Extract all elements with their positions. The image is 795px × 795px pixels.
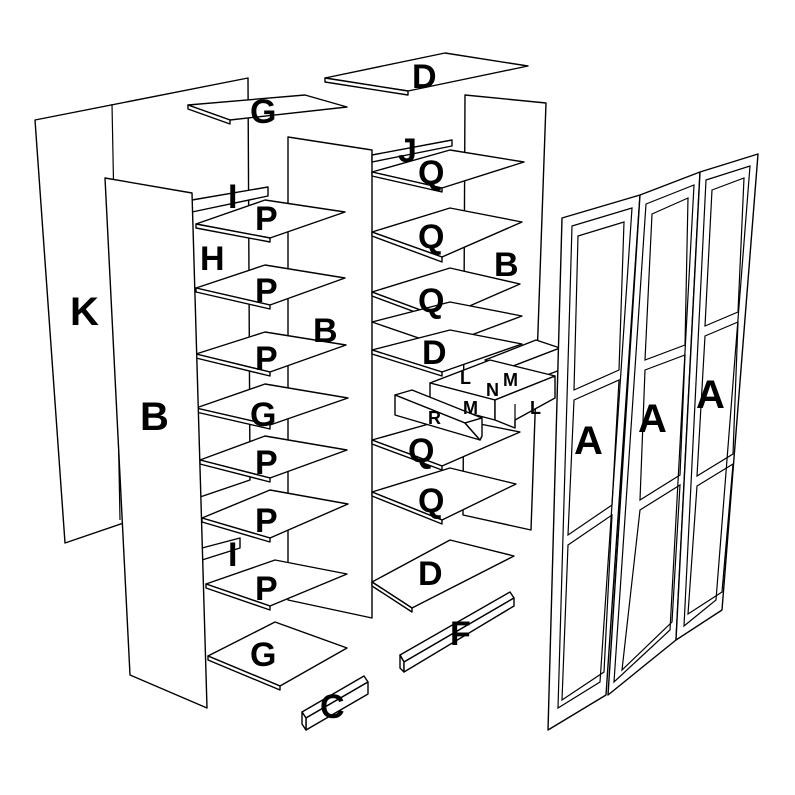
label-g-bottom: G <box>250 636 276 674</box>
label-l-2: L <box>530 398 541 418</box>
label-b-middle: B <box>313 312 338 350</box>
label-d-top: D <box>412 58 437 96</box>
label-h: H <box>200 240 225 278</box>
label-q-1: Q <box>418 154 444 192</box>
label-p-4: P <box>255 444 278 482</box>
label-q-5: Q <box>418 482 444 520</box>
label-g-top: G <box>250 93 276 131</box>
plinth-c <box>301 675 369 731</box>
label-r: R <box>428 408 441 428</box>
label-d-bottom: D <box>418 555 443 593</box>
part-labels: K B G D J I H P P B P G P P I P G C Q Q … <box>70 58 725 726</box>
label-l-1: L <box>460 368 471 388</box>
label-p-2: P <box>255 272 278 310</box>
shelf-g-top <box>187 94 348 125</box>
label-p-5: P <box>255 502 278 540</box>
label-q-3: Q <box>418 282 444 320</box>
label-f: F <box>450 615 471 653</box>
label-m-2: M <box>463 398 478 418</box>
label-a-right: A <box>696 373 725 417</box>
label-q-4: Q <box>408 432 434 470</box>
drawer-front-r <box>394 389 483 441</box>
label-p-1: P <box>255 200 278 238</box>
door-a-left <box>547 194 641 731</box>
label-b-right: B <box>494 246 519 284</box>
board-d-top <box>324 52 529 96</box>
label-m-1: M <box>503 370 518 390</box>
label-c: C <box>320 688 345 726</box>
label-a-middle: A <box>638 397 667 441</box>
label-d-middle: D <box>422 334 447 372</box>
left-shelves <box>191 186 349 691</box>
label-i-bottom: I <box>228 536 237 574</box>
label-b-left: B <box>140 395 169 439</box>
label-g-middle: G <box>250 396 276 434</box>
door-a-right <box>675 153 759 641</box>
label-p-6: P <box>255 570 278 608</box>
plinth-f <box>399 591 515 673</box>
drawer-boxes <box>429 339 561 429</box>
panel-b-left <box>104 177 208 709</box>
label-j: J <box>398 132 417 170</box>
right-shelves <box>371 149 525 613</box>
label-i-top: I <box>228 178 237 216</box>
label-q-2: Q <box>418 218 444 256</box>
label-n: N <box>486 380 499 400</box>
label-p-3: P <box>255 340 278 378</box>
rail-j <box>371 139 453 163</box>
label-a-left: A <box>574 419 603 463</box>
label-k: K <box>70 290 99 334</box>
